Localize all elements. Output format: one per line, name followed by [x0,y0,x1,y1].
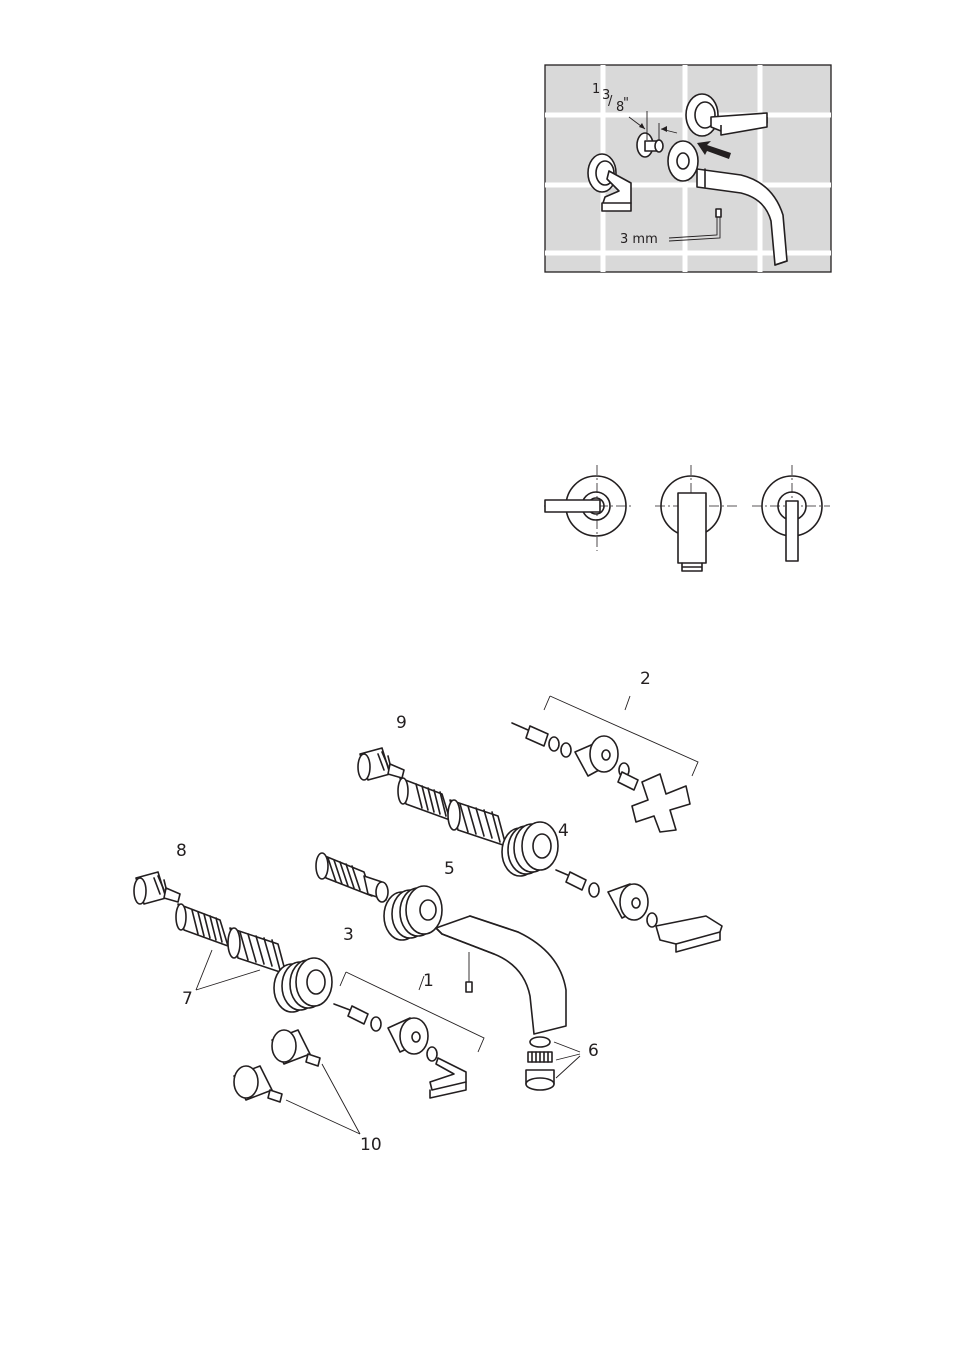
group-part-8-7-3 [134,872,332,1012]
part-number-3: 3 [343,925,354,945]
part-number-9: 9 [396,713,407,733]
part-number-8: 8 [176,841,187,861]
group-part-10 [234,1030,360,1134]
orientation-figure [530,465,835,577]
dimension-slash: / [608,94,613,109]
part-number-7: 7 [182,989,193,1009]
view-spout [655,465,740,571]
part-number-6: 6 [588,1041,599,1061]
part-number-4: 4 [558,821,569,841]
part-number-10: 10 [360,1135,382,1155]
part-number-1: 1 [423,971,434,991]
group-right-lever [556,870,722,952]
group-part-6 [526,1037,580,1090]
group-part-5 [316,853,442,940]
view-lever-down [752,465,830,561]
exploded-view: 1 2 3 4 5 6 7 8 9 10 [120,660,740,1155]
escutcheon [668,141,698,181]
spout-body [436,916,566,1034]
group-part-1 [334,972,484,1098]
installation-drawing: 1 3 / 8 " 3 mm [545,65,831,272]
hex-key-label: 3 mm [620,232,658,247]
dimension-whole: 1 [592,82,600,97]
group-part-9-4 [358,748,558,876]
group-part-2 [512,696,698,832]
view-lever-left [544,465,634,551]
exploded-drawing: 1 2 3 4 5 6 7 8 9 10 [120,660,740,1155]
installation-figure: 1 3 / 8 " 3 mm [545,65,831,272]
dimension-unit: " [623,96,629,111]
orientation-drawing [530,465,835,577]
part-number-2: 2 [640,669,651,689]
part-number-5: 5 [444,859,455,879]
